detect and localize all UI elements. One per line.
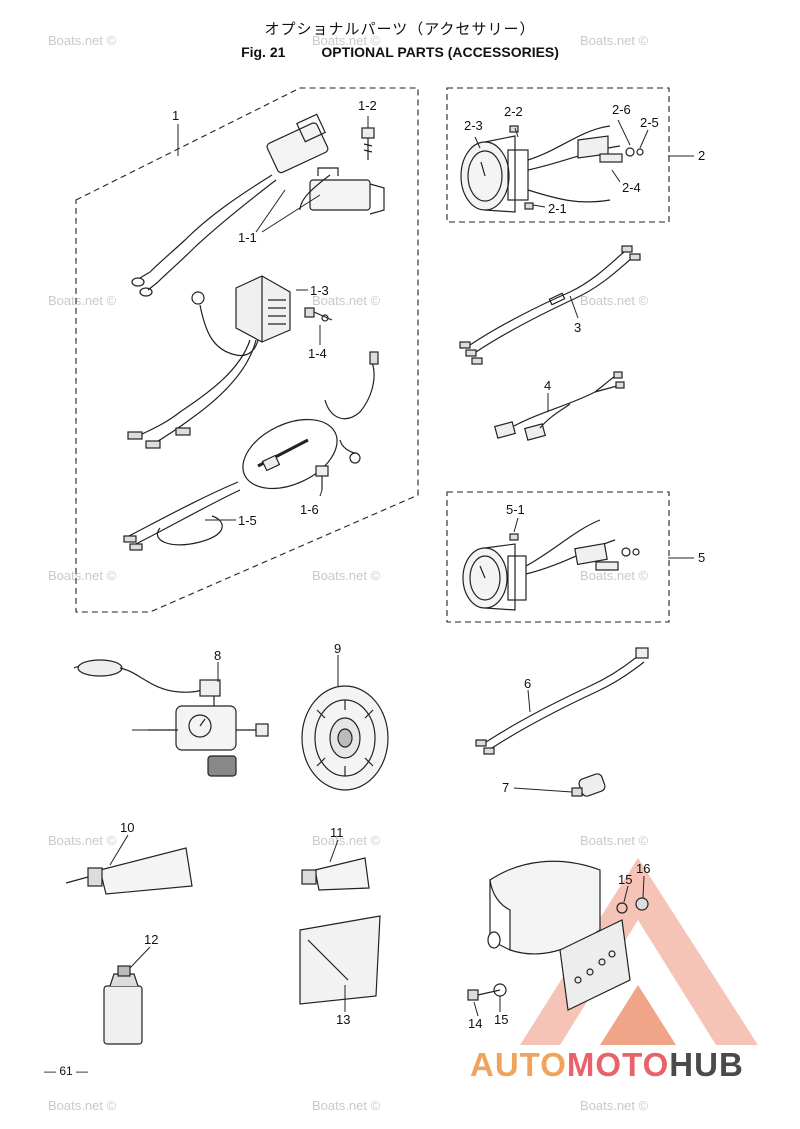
figure-number: Fig. 21	[241, 44, 286, 60]
harness-3-icon	[459, 245, 641, 365]
figure-title-text: OPTIONAL PARTS (ACCESSORIES)	[321, 44, 559, 60]
callout-2-3: 2-3	[464, 118, 483, 133]
fitting-icon	[315, 465, 329, 490]
title-japanese: オプショナルパーツ（アクセサリー）	[264, 21, 536, 38]
callout-15: 15	[618, 872, 632, 887]
rectifier-regulator-icon	[235, 275, 291, 343]
kit-5-parts	[462, 519, 640, 611]
pouch-icon	[299, 915, 381, 1005]
screw-icon	[304, 307, 333, 322]
page-number: — 61 —	[44, 1064, 89, 1078]
callout-9: 9	[334, 641, 341, 656]
kit-1-parts	[123, 113, 385, 551]
kit-2-boundary	[446, 87, 670, 223]
kit-1-boundary	[75, 87, 419, 613]
watermark: Boats.net ©	[580, 33, 649, 48]
watermark: Boats.net ©	[580, 833, 649, 848]
leader-lines	[109, 116, 694, 1017]
callout-16: 16	[636, 861, 650, 876]
ignition-coil-icon	[266, 113, 385, 215]
watermarks: Boats.net © Boats.net © Boats.net © Boat…	[48, 33, 649, 1113]
watermark: Boats.net ©	[580, 293, 649, 308]
sealant-tube-icon	[301, 857, 370, 891]
watermark: Boats.net ©	[312, 568, 381, 583]
callout-7: 7	[502, 780, 509, 795]
harness-4-icon	[494, 371, 625, 441]
callout-1-6: 1-6	[300, 502, 319, 517]
callout-8: 8	[214, 648, 221, 663]
callout-1-2: 1-2	[358, 98, 377, 113]
callout-12: 12	[144, 932, 158, 947]
watermark: Boats.net ©	[312, 293, 381, 308]
kit-5-boundary	[446, 491, 670, 623]
watermark: Boats.net ©	[312, 833, 381, 848]
harness-6-icon	[475, 647, 649, 755]
callout-5-1: 5-1	[506, 502, 525, 517]
callout-1-1: 1-1	[238, 230, 257, 245]
callout-1-4: 1-4	[308, 346, 327, 361]
callout-1: 1	[172, 108, 179, 123]
callout-6: 6	[524, 676, 531, 691]
watermark: Boats.net ©	[48, 293, 117, 308]
callout-1-3: 1-3	[310, 283, 329, 298]
watermark: Boats.net ©	[580, 1098, 649, 1113]
flywheel-cover-icon	[301, 685, 389, 791]
bolt-icon	[361, 127, 375, 160]
automotohub-logo: AUTOMOTOHUB	[470, 1046, 744, 1083]
callout-13: 13	[336, 1012, 350, 1027]
watermark: Boats.net ©	[48, 33, 117, 48]
callout-2-5: 2-5	[640, 115, 659, 130]
fuse-holder-icon	[571, 773, 606, 797]
lead-wire	[324, 361, 375, 420]
watermark: Boats.net ©	[48, 1098, 117, 1113]
callout-2-1: 2-1	[548, 201, 567, 216]
callout-labels: 1 1-2 1-1 1-3 1-4 1-6 1-5 2 2-2 2-3 2-6 …	[120, 98, 705, 1031]
callout-2: 2	[698, 148, 705, 163]
callout-11: 11	[330, 825, 344, 840]
callout-1-5: 1-5	[238, 513, 257, 528]
harness-1-5	[124, 481, 239, 539]
gauge-icon	[460, 135, 529, 213]
watermark: Boats.net ©	[312, 1098, 381, 1113]
callout-2-2: 2-2	[504, 104, 523, 119]
spray-can-icon	[103, 965, 143, 1045]
watermark: Boats.net ©	[312, 33, 381, 48]
callout-3: 3	[574, 320, 581, 335]
grease-tube-icon	[65, 847, 193, 895]
callout-5: 5	[698, 550, 705, 565]
watermark: Boats.net ©	[580, 568, 649, 583]
watermark: Boats.net ©	[48, 833, 117, 848]
fuel-connector-icon	[73, 659, 269, 777]
callout-10: 10	[120, 820, 134, 835]
callout-2-6: 2-6	[612, 102, 631, 117]
detail-circle	[242, 418, 338, 490]
callout-2-4: 2-4	[622, 180, 641, 195]
callout-14: 14	[468, 1016, 482, 1031]
callout-15: 15	[494, 1012, 508, 1027]
kit-2-parts	[460, 125, 644, 213]
wire-harness	[149, 174, 273, 273]
bracket-assembly-icon	[467, 860, 649, 1011]
callout-4: 4	[544, 378, 551, 393]
gauge-icon	[462, 543, 527, 611]
figure-title: Fig. 21 OPTIONAL PARTS (ACCESSORIES)	[0, 44, 800, 60]
group-boxes	[75, 87, 670, 623]
watermark: Boats.net ©	[48, 568, 117, 583]
